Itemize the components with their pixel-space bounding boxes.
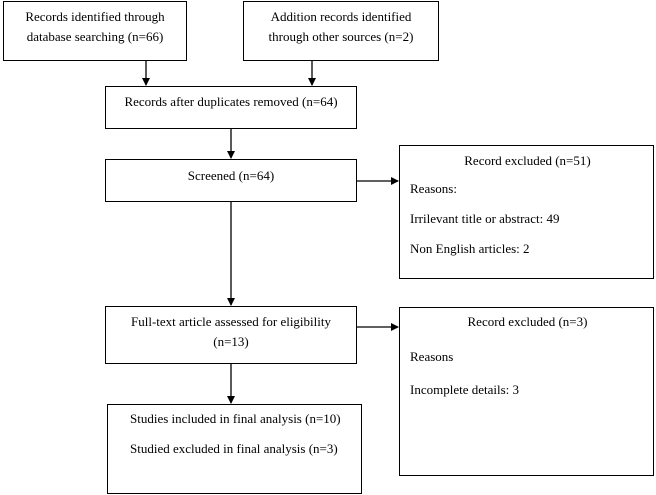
records-after-duplicates-text: Records after duplicates removed (n=64) xyxy=(124,94,338,109)
final-analysis-box: Studies included in final analysis (n=10… xyxy=(107,404,362,494)
records-after-duplicates-box: Records after duplicates removed (n=64) xyxy=(105,86,357,129)
records-identified-other-box: Addition records identified through othe… xyxy=(243,1,439,61)
records-identified-database-box: Records identified through database sear… xyxy=(3,1,187,61)
records-identified-other-line2: through other sources (n=2) xyxy=(268,29,414,44)
records-excluded-fulltext-reasons-label: Reasons xyxy=(410,349,454,364)
records-excluded-screening-title: Record excluded (n=51) xyxy=(464,153,591,168)
screened-box: Screened (n=64) xyxy=(105,159,357,202)
records-identified-database-line2: database searching (n=66) xyxy=(26,29,164,44)
records-excluded-fulltext-box: Record excluded (n=3) Reasons Incomplete… xyxy=(399,307,654,476)
fulltext-assessed-line1: Full-text article assessed for eligibili… xyxy=(130,314,331,329)
records-excluded-screening-reasons-label: Reasons: xyxy=(410,181,457,196)
records-excluded-screening-box: Record excluded (n=51) Reasons: Irrileva… xyxy=(399,145,654,279)
records-excluded-fulltext-reason-incomplete: Incomplete details: 3 xyxy=(410,382,520,397)
records-identified-database-line1: Records identified through xyxy=(25,9,165,24)
records-excluded-screening-reason-irrelevant: Irrilevant title or abstract: 49 xyxy=(410,211,560,226)
records-identified-other-line1: Addition records identified xyxy=(270,9,412,24)
screened-text: Screened (n=64) xyxy=(187,168,275,183)
final-analysis-included: Studies included in final analysis (n=10… xyxy=(130,411,341,426)
fulltext-assessed-line2: (n=13) xyxy=(213,334,249,349)
fulltext-assessed-box: Full-text article assessed for eligibili… xyxy=(105,306,357,364)
records-excluded-screening-reason-non-english: Non English articles: 2 xyxy=(410,241,530,256)
final-analysis-excluded: Studied excluded in final analysis (n=3) xyxy=(130,441,338,456)
records-excluded-fulltext-title: Record excluded (n=3) xyxy=(467,314,588,329)
